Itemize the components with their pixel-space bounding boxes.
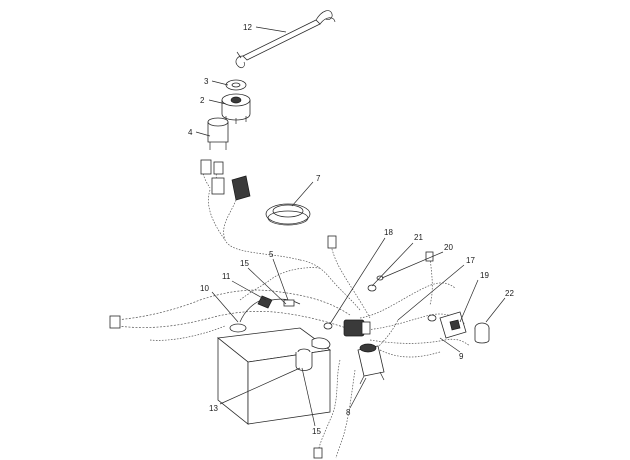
part-relay-connector [323,275,437,337]
callout-10: 10 [200,284,209,293]
part-starter-solenoid [357,343,385,385]
part-strap-hook [235,10,336,68]
part-connector-plug [207,117,229,150]
callout-20: 20 [444,243,453,252]
callout-13: 13 [209,404,218,413]
callout-3: 3 [204,77,209,86]
part-battery [217,323,332,425]
callout-17: 17 [466,256,475,265]
callout-18: 18 [384,228,393,237]
part-battery-cables [239,295,301,323]
part-ground-bracket [439,311,467,339]
callout-4: 4 [188,128,193,137]
callout-9: 9 [459,352,464,361]
part-cap-plug [474,322,490,344]
part-nut [225,79,247,91]
part-grommet [265,203,311,226]
callout-15-lower: 15 [312,427,321,436]
callout-8: 8 [346,408,351,417]
callout-leader-lines [195,26,506,427]
callout-19: 19 [480,271,489,280]
callout-21: 21 [414,233,423,242]
callout-15-upper: 15 [240,259,249,268]
callout-7: 7 [316,174,321,183]
part-key-switch [221,93,251,124]
part-upper-harness-connectors [200,159,301,261]
callout-2: 2 [200,96,205,105]
callout-11: 11 [222,272,231,281]
callout-5: 5 [269,250,274,259]
callout-labels: 12 3 2 4 7 18 21 20 5 15 11 17 19 22 10 … [188,23,514,436]
callout-12: 12 [243,23,252,32]
callout-22: 22 [505,289,514,298]
